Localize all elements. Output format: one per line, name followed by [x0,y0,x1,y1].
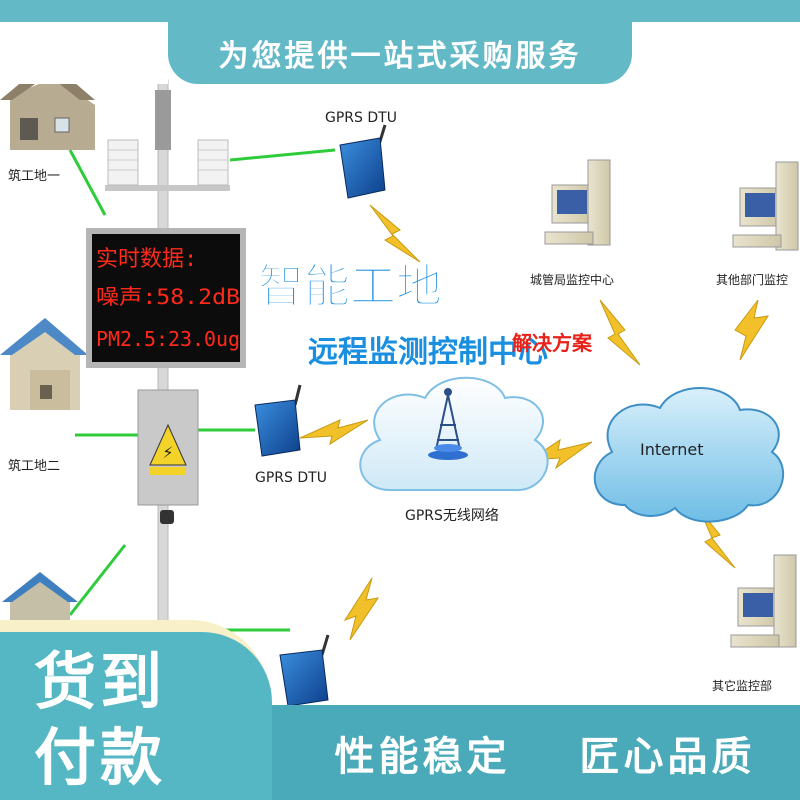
dtu-label-middle: GPRS DTU [255,470,327,486]
monitor-center-pc-1 [544,159,611,246]
construction-site-2-house [0,318,88,410]
led-line-2: 噪声:58.2dB [96,285,240,309]
internet-label: Internet [640,440,704,459]
payment-badge-text: 货到 付款 [34,645,194,795]
gprs-network-label: GPRS无线网络 [405,508,499,524]
top-strip [0,0,800,22]
bottom-slogans: 性能稳定 匠心品质 [300,718,790,788]
top-corner-right [632,22,800,84]
internet-cloud [593,387,785,523]
top-banner: 为您提供一站式采购服务 [168,22,632,84]
link-lines [68,148,336,632]
headline-solution: 解决方案 [512,331,593,355]
headline-subtitle: 远程监测控制中心 [308,335,548,370]
top-banner-text: 为您提供一站式采购服务 [218,39,582,74]
gprs-dtu-bottom [279,634,330,707]
slogan-stable-performance: 性能稳定 [334,734,511,780]
dtu-label-top: GPRS DTU [325,110,397,126]
badge-line-1: 货到 [34,645,167,718]
pc-label-2: 其他部门监控 [716,272,788,287]
control-cabinet: ⚡ [137,389,199,524]
pc-label-3: 其它监控部 [712,678,772,693]
weather-sensor-right [197,139,229,186]
gprs-dtu-top [339,124,387,199]
gprs-dtu-middle [254,384,302,457]
weather-sensor-left [107,139,139,186]
headline-title: 智能工地 [258,259,442,313]
led-line-1: 实时数据: [96,247,197,272]
lightning-bolts [299,204,770,641]
construction-site-1-house [0,60,95,150]
site-label-1: 筑工地一 [8,168,60,184]
pc-label-1: 城管局监控中心 [530,272,614,287]
gprs-wireless-cloud [359,376,549,492]
led-display: 实时数据: 噪声:58.2dB PM2.5:23.0ug [86,228,246,368]
svg-text:⚡: ⚡ [162,443,173,462]
site-label-2: 筑工地二 [8,458,60,474]
cell-tower-icon [435,388,461,451]
badge-line-2: 付款 [34,721,167,794]
monitor-center-pc-2 [732,161,799,251]
payment-badge [0,632,272,800]
slogan-craftsmanship-quality: 匠心品质 [579,734,756,780]
monitor-center-pc-3 [730,554,797,648]
led-line-3: PM2.5:23.0ug [96,327,240,351]
top-corner-left [0,22,168,84]
